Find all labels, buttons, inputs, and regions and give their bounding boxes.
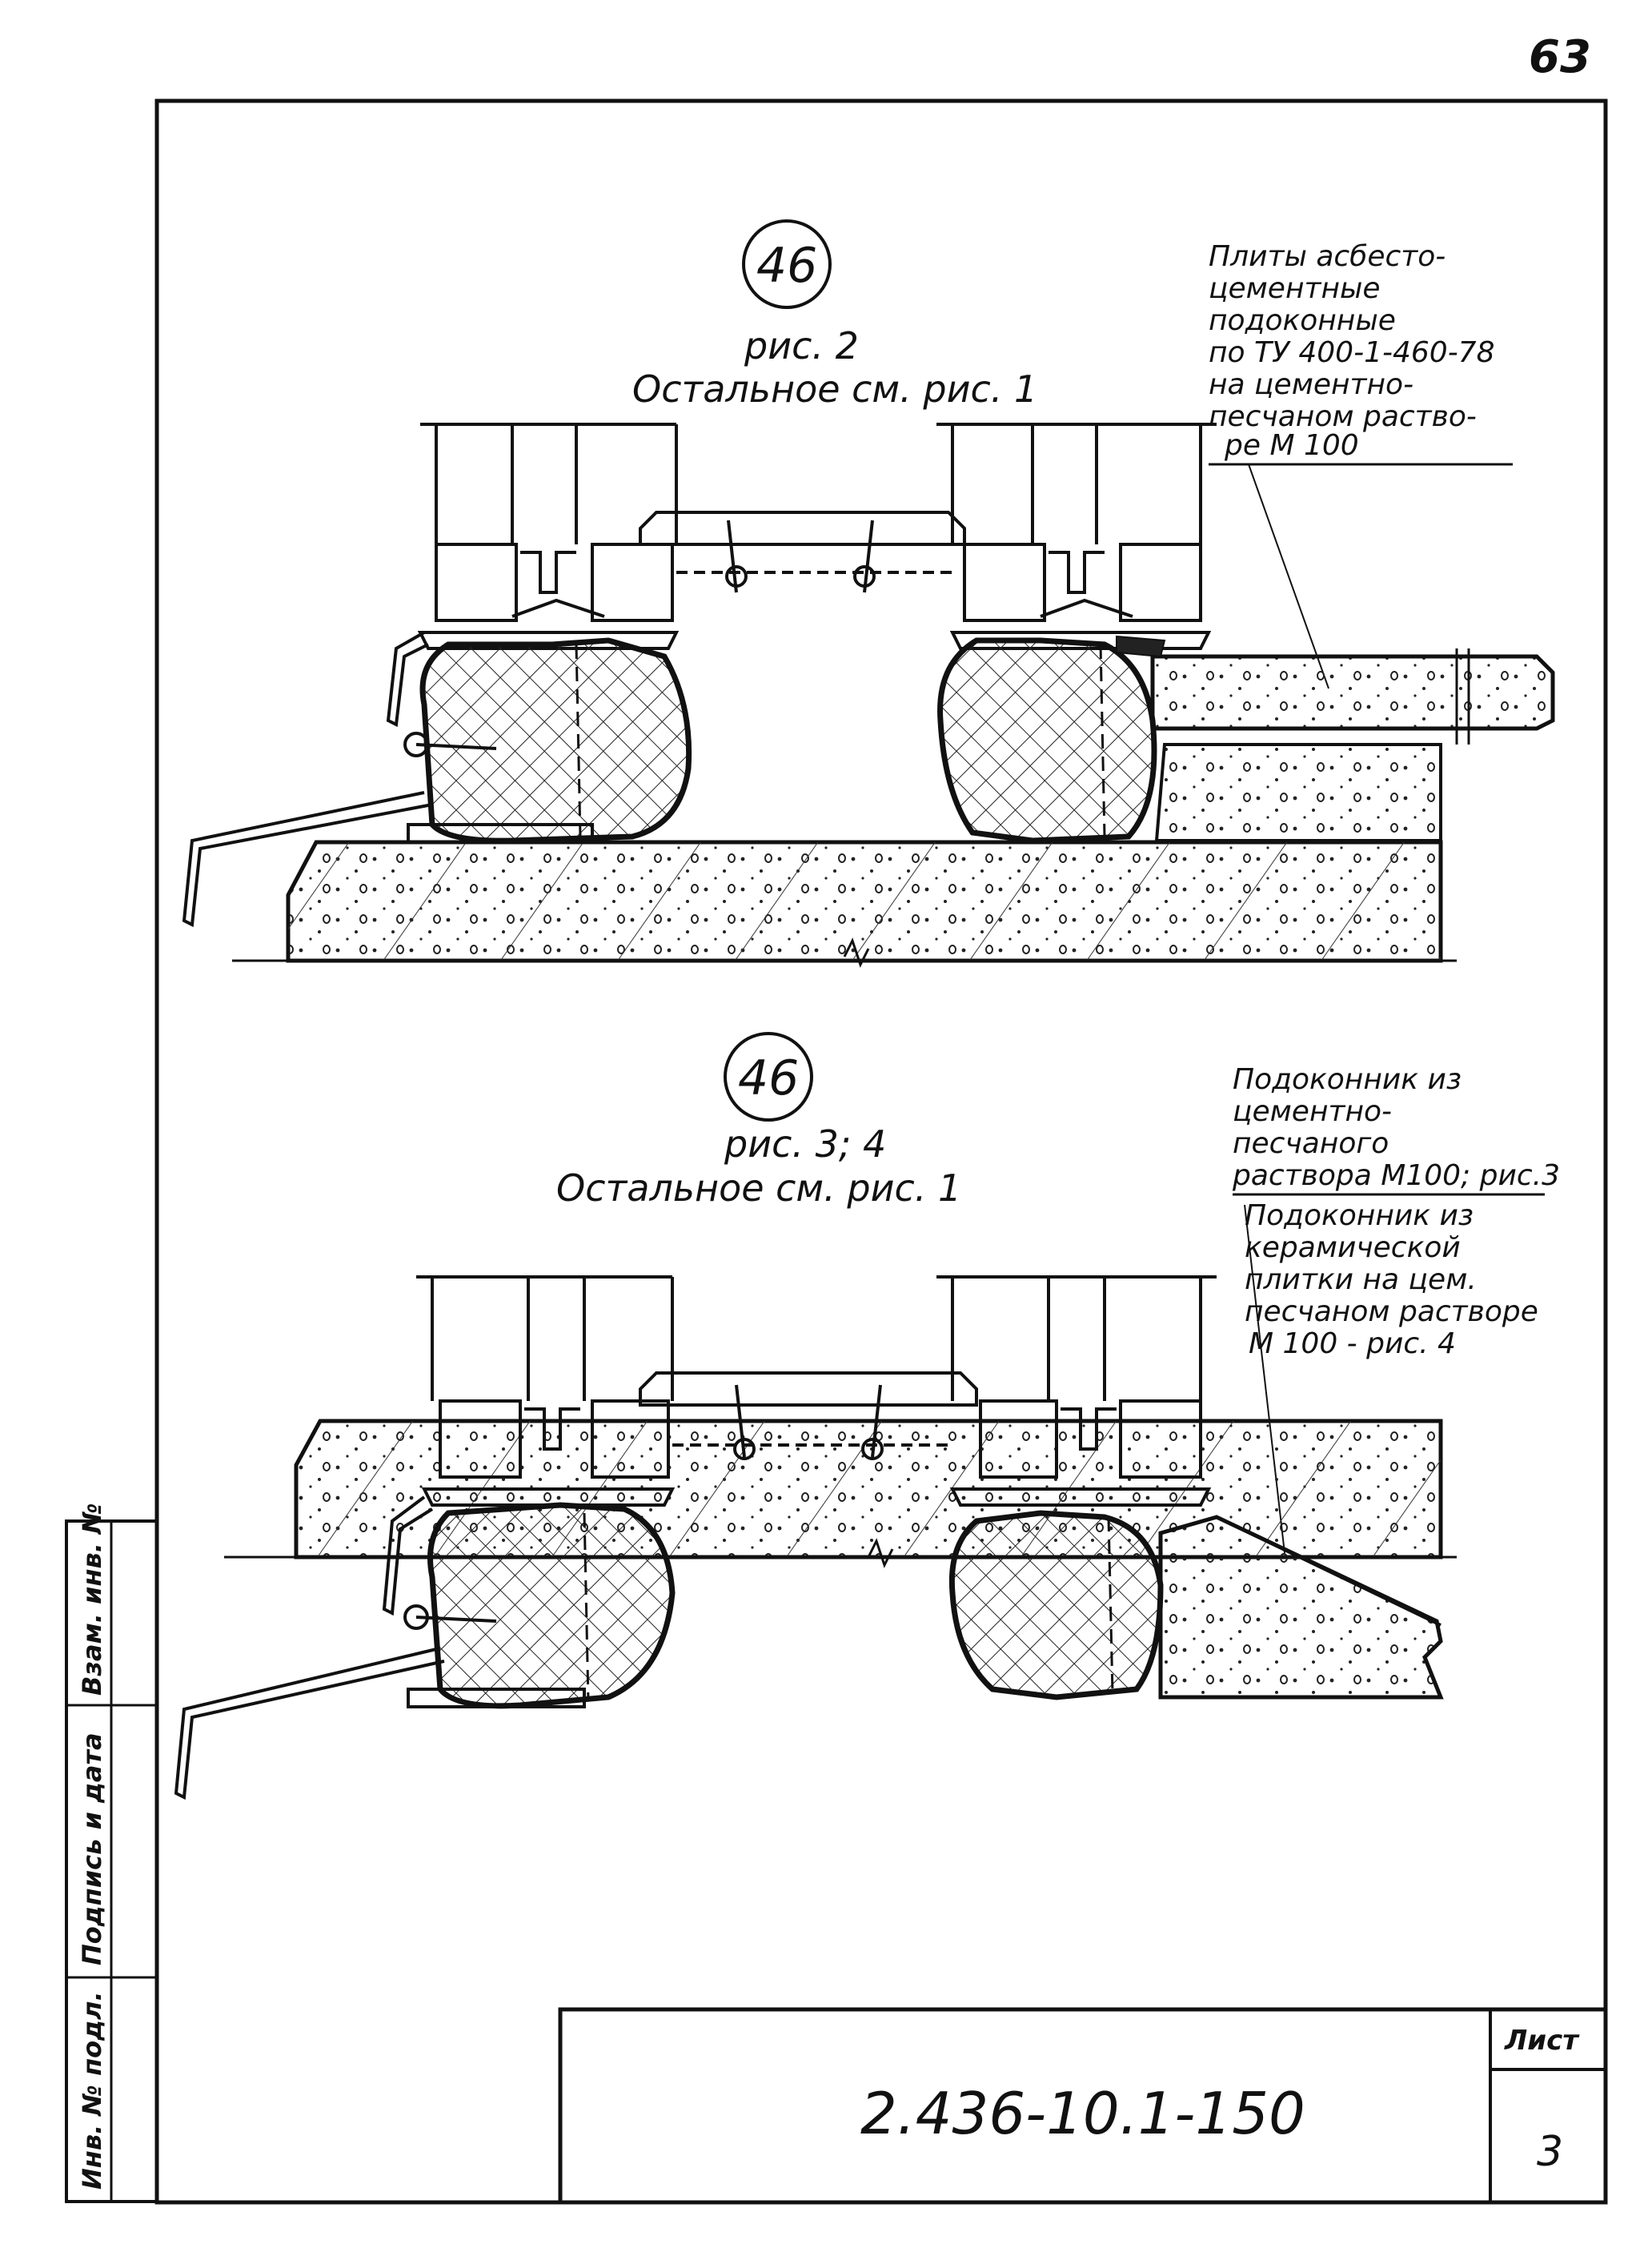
page-number: 63 bbox=[1529, 31, 1591, 83]
detail-1: 46 рис. 2 Остальное см. рис. 1 Плиты асб… bbox=[182, 219, 1555, 968]
sheet-number: 3 bbox=[1537, 2128, 1563, 2176]
svg-text:ре М 100: ре М 100 bbox=[1224, 429, 1359, 462]
svg-text:подоконные: подоконные bbox=[1209, 304, 1396, 337]
detail-2-callout-b: Подоконник из керамической плитки на цем… bbox=[1244, 1199, 1538, 1554]
side-stamp: Инв. № подл. Подпись и дата Взам. инв. № bbox=[65, 1503, 158, 2203]
svg-text:Подоконник из: Подоконник из bbox=[1245, 1199, 1474, 1232]
detail-2-rest-note: Остальное см. рис. 1 bbox=[556, 1166, 961, 1210]
svg-text:Подоконник из: Подоконник из bbox=[1233, 1063, 1462, 1096]
drip-flashing-1 bbox=[182, 631, 594, 928]
detail-marker-1 bbox=[742, 219, 832, 309]
detail-2-callout-a: Подоконник из цементно- песчаного раство… bbox=[1232, 1063, 1560, 1196]
svg-text:песчаном растворе: песчаном растворе bbox=[1245, 1295, 1538, 1328]
document-code: 2.436-10.1-150 bbox=[860, 2080, 1305, 2147]
detail-marker-1-text: 46 bbox=[756, 238, 817, 294]
title-block: 2.436-10.1-150 Лист 3 bbox=[558, 2007, 1608, 2205]
detail-2: 46 рис. 3; 4 Остальное см. рис. 1 Подоко… bbox=[174, 1032, 1560, 1800]
detail-1-figure-ref: рис. 2 bbox=[744, 324, 859, 367]
insulation-block-right-1 bbox=[937, 637, 1157, 844]
svg-text:керамической: керамической bbox=[1245, 1231, 1461, 1264]
svg-text:цементно-: цементно- bbox=[1233, 1095, 1392, 1128]
stamp-signature-date: Подпись и дата bbox=[77, 1732, 107, 1965]
window-frame-right-2 bbox=[936, 1275, 1217, 1507]
insulation-block-left-2 bbox=[427, 1502, 676, 1709]
mullion-cover-1 bbox=[639, 511, 966, 593]
svg-text:М 100 - рис. 4: М 100 - рис. 4 bbox=[1249, 1327, 1456, 1360]
insulation-block-right-2 bbox=[948, 1510, 1164, 1700]
detail-marker-2 bbox=[724, 1032, 813, 1122]
drip-flashing-2 bbox=[174, 1495, 586, 1800]
svg-text:Плиты асбесто-: Плиты асбесто- bbox=[1209, 240, 1446, 273]
window-frame-right-1 bbox=[936, 423, 1217, 650]
mortar-bed-1 bbox=[1154, 743, 1442, 842]
detail-marker-2-text: 46 bbox=[738, 1050, 799, 1106]
insulation-block-left-1 bbox=[419, 637, 692, 844]
mullion-cover-2 bbox=[639, 1371, 978, 1460]
detail-1-callout: Плиты асбесто- цементные подоконные по Т… bbox=[1209, 240, 1513, 689]
asbestos-sill-plate-1 bbox=[1150, 654, 1555, 731]
detail-2-figure-ref: рис. 3; 4 bbox=[724, 1122, 886, 1166]
sheet-label: Лист bbox=[1504, 2025, 1580, 2057]
stamp-inv-no: Инв. № подл. bbox=[77, 1991, 107, 2190]
svg-text:цементные: цементные bbox=[1209, 272, 1381, 305]
svg-text:раствора М100; рис.3: раствора М100; рис.3 bbox=[1232, 1159, 1560, 1192]
svg-text:песчаного: песчаного bbox=[1233, 1127, 1389, 1160]
svg-text:по ТУ 400-1-460-78: по ТУ 400-1-460-78 bbox=[1209, 336, 1495, 369]
svg-text:песчаном раство-: песчаном раство- bbox=[1209, 400, 1477, 433]
stamp-replaced-inv: Взам. инв. № bbox=[77, 1503, 107, 1696]
detail-1-rest-note: Остальное см. рис. 1 bbox=[632, 367, 1037, 411]
svg-text:на цементно-: на цементно- bbox=[1209, 368, 1413, 401]
window-frame-left-2 bbox=[416, 1275, 676, 1507]
window-frame-left-1 bbox=[417, 423, 680, 650]
svg-text:плитки на цем.: плитки на цем. bbox=[1245, 1263, 1477, 1296]
